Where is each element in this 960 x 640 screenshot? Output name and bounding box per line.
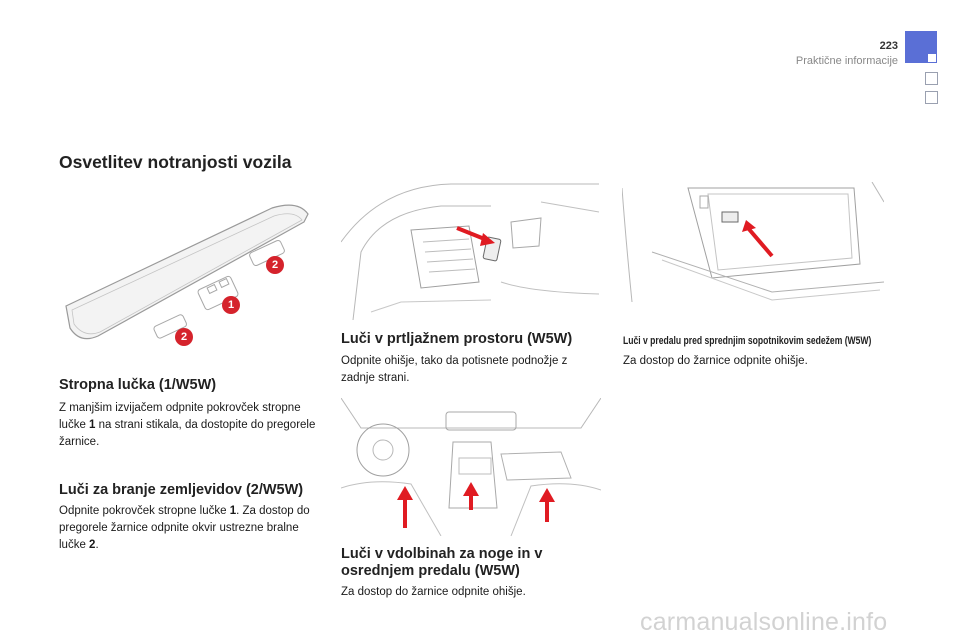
page-title: Osvetlitev notranjosti vozila <box>59 152 292 172</box>
footwell-lamps-text: Za dostop do žarnice odpnite ohišje. <box>341 586 526 598</box>
boot-lamp-illustration <box>341 182 601 320</box>
chapter-tab-empty <box>925 91 938 104</box>
callout-2-upper: 2 <box>266 256 284 274</box>
callout-1: 1 <box>222 296 240 314</box>
glovebox-lamp-heading: Luči v predalu pred sprednjim sopotnikov… <box>623 335 872 347</box>
boot-lamp-text: Odpnite ohišje, tako da potisnete podnož… <box>341 355 568 384</box>
footwell-lamps-illustration <box>341 398 601 536</box>
section-header: Praktične informacije <box>795 55 898 67</box>
roof-lamp-heading: Stropna lučka (1/W5W) <box>59 377 217 393</box>
page-number: 223 <box>879 40 898 52</box>
chapter-tab-empty <box>925 72 938 85</box>
glovebox-lamp-text: Za dostop do žarnice odpnite ohišje. <box>623 355 808 367</box>
roof-lamp-text: Z manjšim izvijačem odpnite pokrovček st… <box>59 402 316 448</box>
boot-lamp-heading: Luči v prtljažnem prostoru (W5W) <box>341 331 573 347</box>
chapter-tab-active <box>905 31 937 63</box>
map-lamps-text: Odpnite pokrovček stropne lučke 1. Za do… <box>59 505 310 551</box>
watermark: carmanualsonline.info <box>640 608 888 636</box>
glovebox-lamp-illustration <box>622 182 884 320</box>
map-lamps-heading: Luči za branje zemljevidov (2/W5W) <box>59 482 304 498</box>
callout-2-lower: 2 <box>175 328 193 346</box>
